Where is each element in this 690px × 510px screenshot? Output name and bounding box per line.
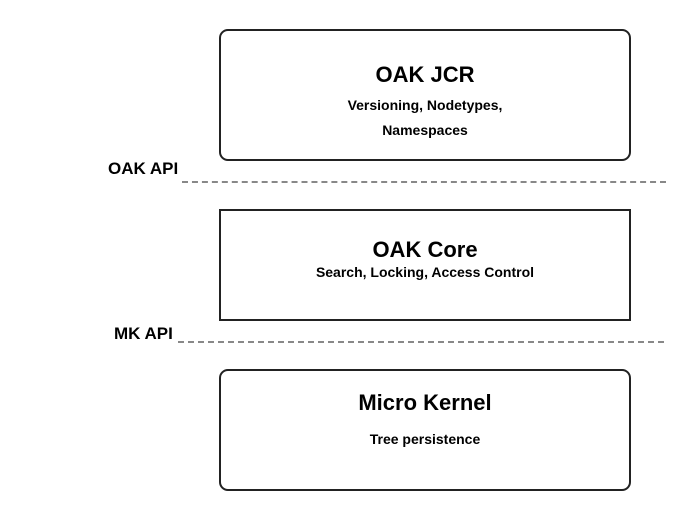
mk-api-divider bbox=[178, 341, 664, 343]
oak-jcr-title: OAK JCR bbox=[375, 62, 475, 87]
micro-kernel-subtitle: Tree persistence bbox=[369, 431, 481, 447]
oak-jcr-layer-box: OAK JCR Versioning, Nodetypes, Namespace… bbox=[219, 29, 631, 161]
oak-core-title: OAK Core bbox=[372, 237, 478, 262]
mk-api-label: MK API bbox=[114, 324, 173, 343]
oak-api-divider bbox=[182, 181, 666, 183]
oak-jcr-subtitle-line1: Versioning, Nodetypes, bbox=[347, 97, 503, 113]
oak-jcr-subtitle-line2: Namespaces bbox=[382, 122, 468, 138]
oak-core-layer-box: OAK Core Search, Locking, Access Control bbox=[219, 209, 631, 321]
oak-core-subtitle: Search, Locking, Access Control bbox=[315, 264, 535, 280]
micro-kernel-title: Micro Kernel bbox=[358, 390, 492, 415]
micro-kernel-layer-box: Micro Kernel Tree persistence bbox=[219, 369, 631, 491]
oak-api-label: OAK API bbox=[108, 159, 179, 178]
